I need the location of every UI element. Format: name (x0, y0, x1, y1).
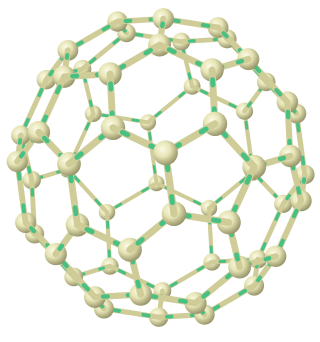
bond-junction (166, 47, 177, 55)
bond-junction (215, 196, 223, 204)
bond-junction (135, 279, 142, 289)
bond-junction (112, 37, 121, 45)
bond-junction (72, 205, 79, 217)
bond-junction (54, 84, 62, 95)
bond-junction (187, 72, 192, 80)
bond-junction (146, 282, 155, 289)
bond-junction (246, 101, 253, 108)
bond-junction (134, 32, 144, 37)
bond (190, 84, 247, 114)
bond-junction (60, 259, 69, 269)
bond-junction (244, 120, 249, 130)
bond-junction (260, 242, 267, 251)
bond-junction (169, 281, 178, 288)
bonds-group (6, 8, 315, 327)
bond-junction (131, 118, 140, 123)
bond-junction (81, 282, 91, 292)
bond-junction (171, 18, 181, 24)
bond-junction (57, 243, 65, 252)
bond-junction (300, 155, 306, 166)
bond-junction (98, 266, 106, 271)
bond-junction (141, 312, 151, 318)
bond-junction (235, 58, 245, 65)
bond-junction (84, 226, 95, 235)
bond-junction (221, 31, 229, 39)
bond-junction (285, 193, 291, 201)
bond-junction (94, 198, 102, 206)
bond-junction (74, 151, 84, 160)
bond-junction (143, 47, 153, 56)
bond-junction (119, 129, 131, 138)
bond-junction (88, 99, 93, 108)
bond (105, 181, 159, 215)
bond-junction (198, 126, 209, 135)
bond-junction (196, 265, 205, 272)
bond-junction (291, 208, 299, 219)
bond-junction (122, 27, 127, 33)
bond (146, 84, 195, 125)
bond-junction (238, 288, 248, 296)
bond-junction (200, 23, 211, 28)
bond-junction (240, 152, 250, 162)
bond-junction (228, 102, 237, 109)
bond-junction (253, 64, 262, 74)
bond-junction (18, 151, 26, 159)
bond-junction (200, 89, 209, 95)
bond-junction (84, 122, 91, 131)
bond-junction (244, 174, 253, 185)
bond-junction (68, 172, 74, 184)
bond-junction (263, 256, 272, 262)
bond-junction (256, 275, 263, 283)
bond-junction (41, 114, 49, 125)
bond-junction (23, 117, 30, 128)
bond-junction (26, 165, 32, 174)
bond-junction (117, 269, 127, 275)
bond-junction (41, 135, 50, 144)
bond-junction (21, 203, 27, 214)
bond-junction (88, 57, 97, 65)
bond-junction (74, 40, 84, 48)
bond-junction (148, 131, 152, 141)
bond-junction (210, 217, 222, 224)
bond-junction (296, 122, 301, 133)
bond (154, 181, 211, 211)
bond-junction (111, 308, 122, 313)
bond-junction (73, 175, 81, 183)
bond-junction (192, 199, 201, 206)
bond-junction (114, 202, 123, 209)
bond-junction (101, 24, 111, 32)
bond-junction (141, 187, 149, 193)
bond-junction (239, 177, 247, 184)
bond-junction (101, 113, 110, 118)
bond-junction (48, 69, 55, 77)
bond-junction (278, 238, 285, 249)
bond-junction (29, 226, 37, 234)
bond-junction (234, 252, 240, 262)
bond-junction (256, 176, 264, 183)
bond-junction (178, 91, 186, 98)
bond-junction (296, 186, 302, 195)
bond-junction (169, 194, 175, 206)
bond-junction (154, 110, 162, 118)
carbon-atom (153, 140, 178, 166)
bond-junction (152, 164, 157, 174)
bond-junction (274, 212, 281, 221)
bond-junction (211, 304, 221, 312)
bond-junction (201, 290, 211, 299)
bond-junction (274, 87, 283, 97)
bond-junction (135, 237, 145, 246)
bond-junction (16, 170, 22, 181)
bond-junction (277, 155, 287, 162)
bond-junction (177, 298, 188, 304)
bond-junction (37, 87, 44, 98)
